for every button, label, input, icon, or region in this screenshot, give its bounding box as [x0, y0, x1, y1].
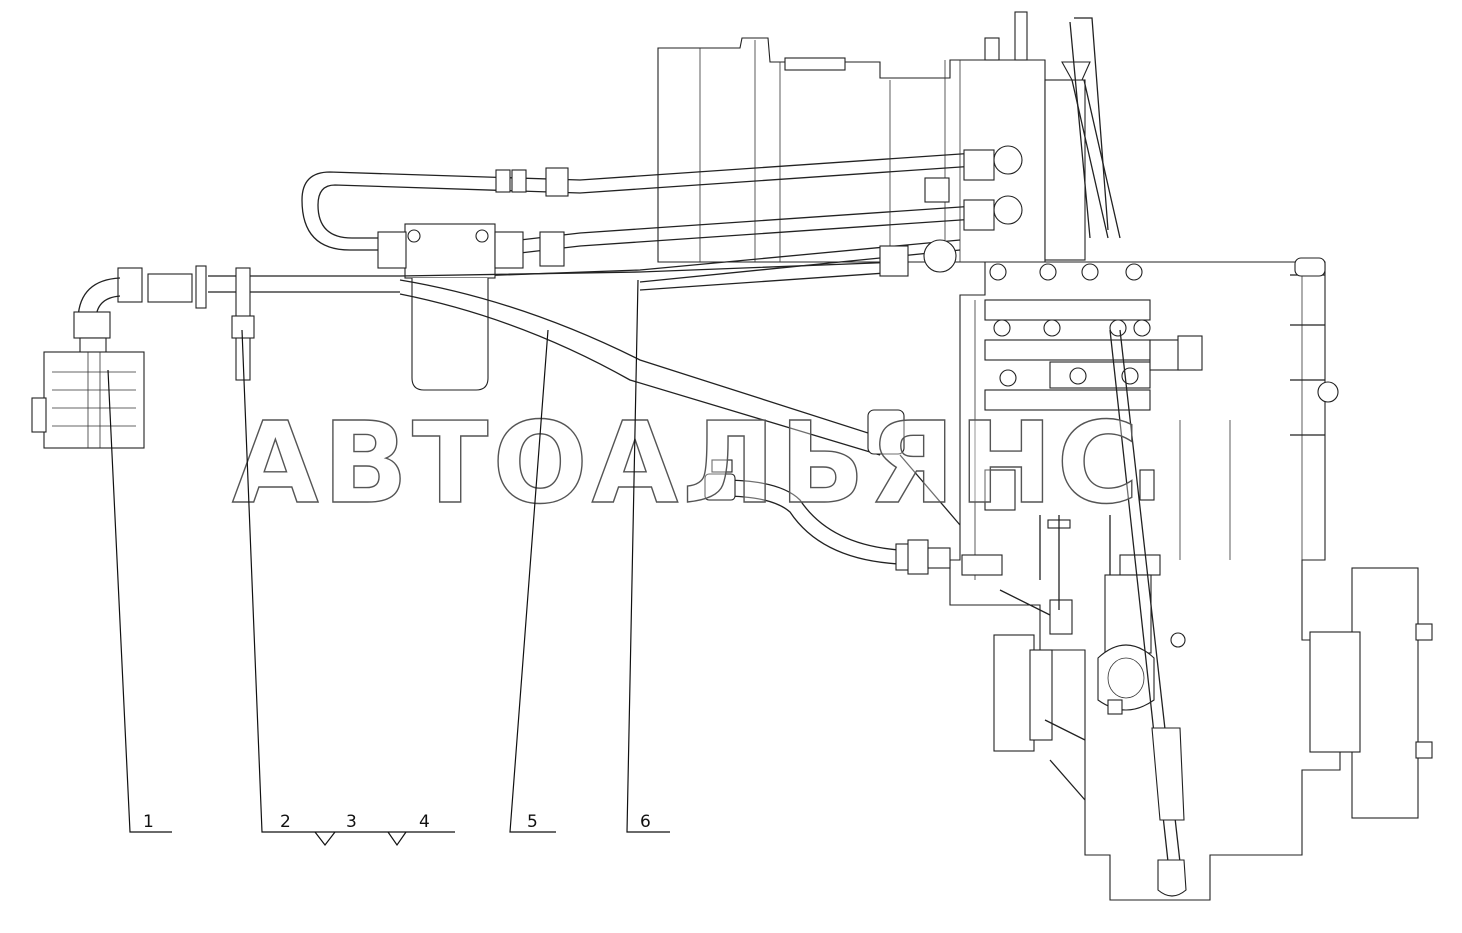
right-flange — [1309, 567, 1433, 819]
callout-4: 4 — [419, 812, 430, 832]
lower-hose — [704, 454, 961, 575]
callout-3: 3 — [346, 812, 357, 832]
universal-joint — [1097, 574, 1186, 715]
callout-leaders — [107, 279, 670, 847]
callout-5: 5 — [527, 812, 538, 832]
callout-2: 2 — [280, 812, 291, 832]
control-rod — [1061, 17, 1121, 239]
callout-1: 1 — [143, 812, 154, 832]
filter-unit — [377, 223, 524, 391]
upper-housing — [657, 11, 1086, 263]
lower-rod — [1109, 329, 1187, 897]
intake-strainer — [31, 265, 255, 449]
callout-6: 6 — [640, 812, 651, 832]
watermark-text: АВТОАЛЬЯНС — [232, 399, 1143, 529]
lower-flange — [993, 634, 1086, 801]
